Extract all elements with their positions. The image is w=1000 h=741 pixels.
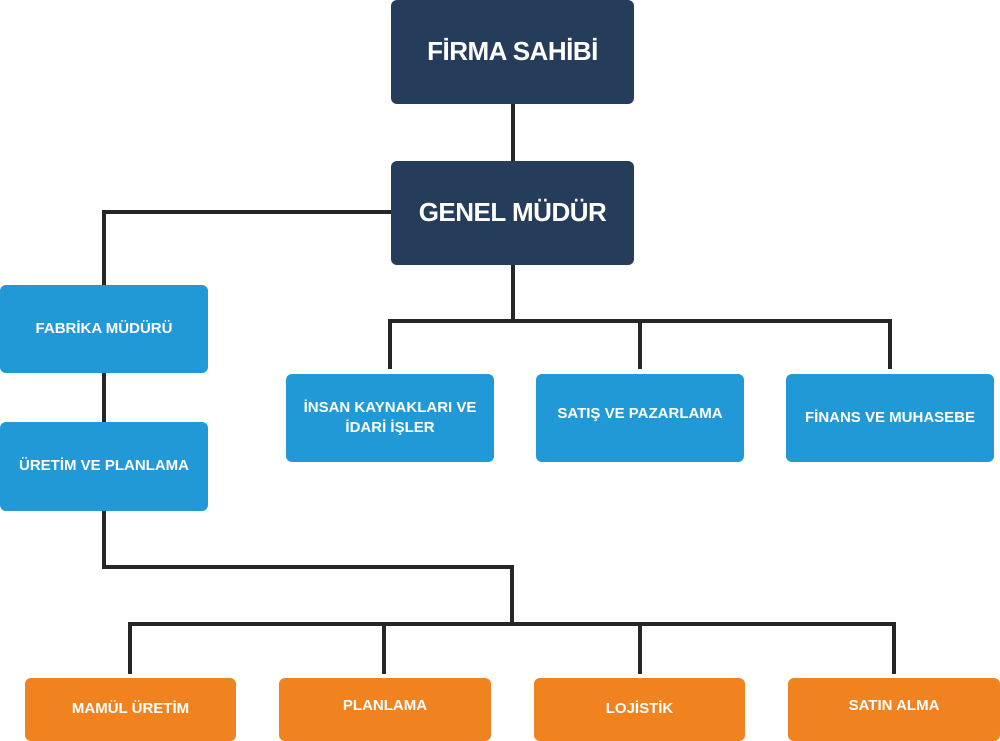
department-node-sales: SATIŞ VE PAZARLAMA (536, 374, 744, 462)
factory-manager-label: FABRİKA MÜDÜRÜ (35, 319, 173, 337)
connector-fm-upm (102, 372, 106, 424)
factory-manager-node: FABRİKA MÜDÜRÜ (0, 285, 208, 373)
connector-sub-1 (128, 622, 132, 674)
connector-sub-4 (892, 622, 896, 674)
connector-dept-3 (888, 319, 892, 369)
sub-unit-label: MAMÜL ÜRETİM (71, 700, 190, 718)
department-label: İNSAN KAYNAKLARI VE İDARİ İŞLER (303, 398, 477, 436)
connector-gm-left (102, 210, 392, 214)
owner-node: FİRMA SAHİBİ (391, 0, 634, 104)
production-planning-label: ÜRETİM VE PLANLAMA (19, 457, 189, 475)
production-planning-node: ÜRETİM VE PLANLAMA (0, 422, 208, 511)
general-manager-label: GENEL MÜDÜR (418, 197, 607, 228)
sub-unit-node-logistics: LOJİSTİK (534, 678, 745, 741)
sub-unit-label: PLANLAMA (342, 697, 428, 715)
department-node-finance: FİNANS VE MUHASEBE (786, 374, 994, 462)
connector-owner-gm (511, 103, 515, 161)
department-node-hr: İNSAN KAYNAKLARI VE İDARİ İŞLER (286, 374, 494, 462)
connector-dept-1 (388, 319, 392, 369)
sub-unit-node-purchasing: SATIN ALMA (788, 678, 1000, 741)
department-label: FİNANS VE MUHASEBE (804, 408, 976, 426)
connector-sub-bus (128, 622, 896, 626)
connector-upm-right (102, 565, 514, 569)
sub-unit-label: SATIN ALMA (848, 697, 940, 715)
connector-gm-down (511, 264, 515, 321)
sub-unit-node-production: MAMÜL ÜRETİM (25, 678, 236, 741)
connector-left-down (102, 210, 106, 285)
connector-sub-2 (382, 622, 386, 674)
connector-upm-down (102, 510, 106, 568)
owner-label: FİRMA SAHİBİ (427, 36, 598, 67)
sub-unit-label: LOJİSTİK (605, 700, 674, 718)
connector-sub-trunk (510, 565, 514, 625)
department-label: SATIŞ VE PAZARLAMA (557, 404, 723, 422)
connector-dept-2 (638, 319, 642, 369)
general-manager-node: GENEL MÜDÜR (391, 161, 634, 265)
sub-unit-node-planning: PLANLAMA (279, 678, 491, 741)
connector-sub-3 (638, 622, 642, 674)
